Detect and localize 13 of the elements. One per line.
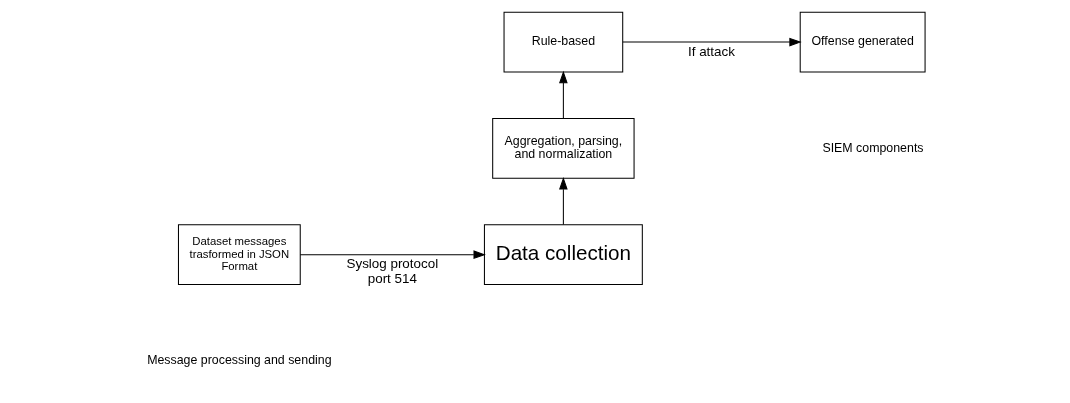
node-box: Dataset messages trasformed in JSON Format — [177, 224, 301, 286]
edge-label: If attack — [687, 43, 735, 59]
node-box: Offense generated — [799, 11, 926, 73]
arrow — [299, 250, 486, 259]
label: Message processing and sending — [147, 353, 332, 368]
edge-label: Syslog protocol port 514 — [346, 256, 439, 286]
arrow — [559, 70, 568, 119]
label: SIEM components — [822, 140, 924, 155]
node-box: Rule-based — [503, 11, 624, 73]
arrow — [559, 177, 568, 226]
arrow — [622, 37, 802, 47]
node-box: Aggregation, parsing, and normalization — [492, 117, 635, 179]
node-box: Data collection — [483, 224, 643, 286]
